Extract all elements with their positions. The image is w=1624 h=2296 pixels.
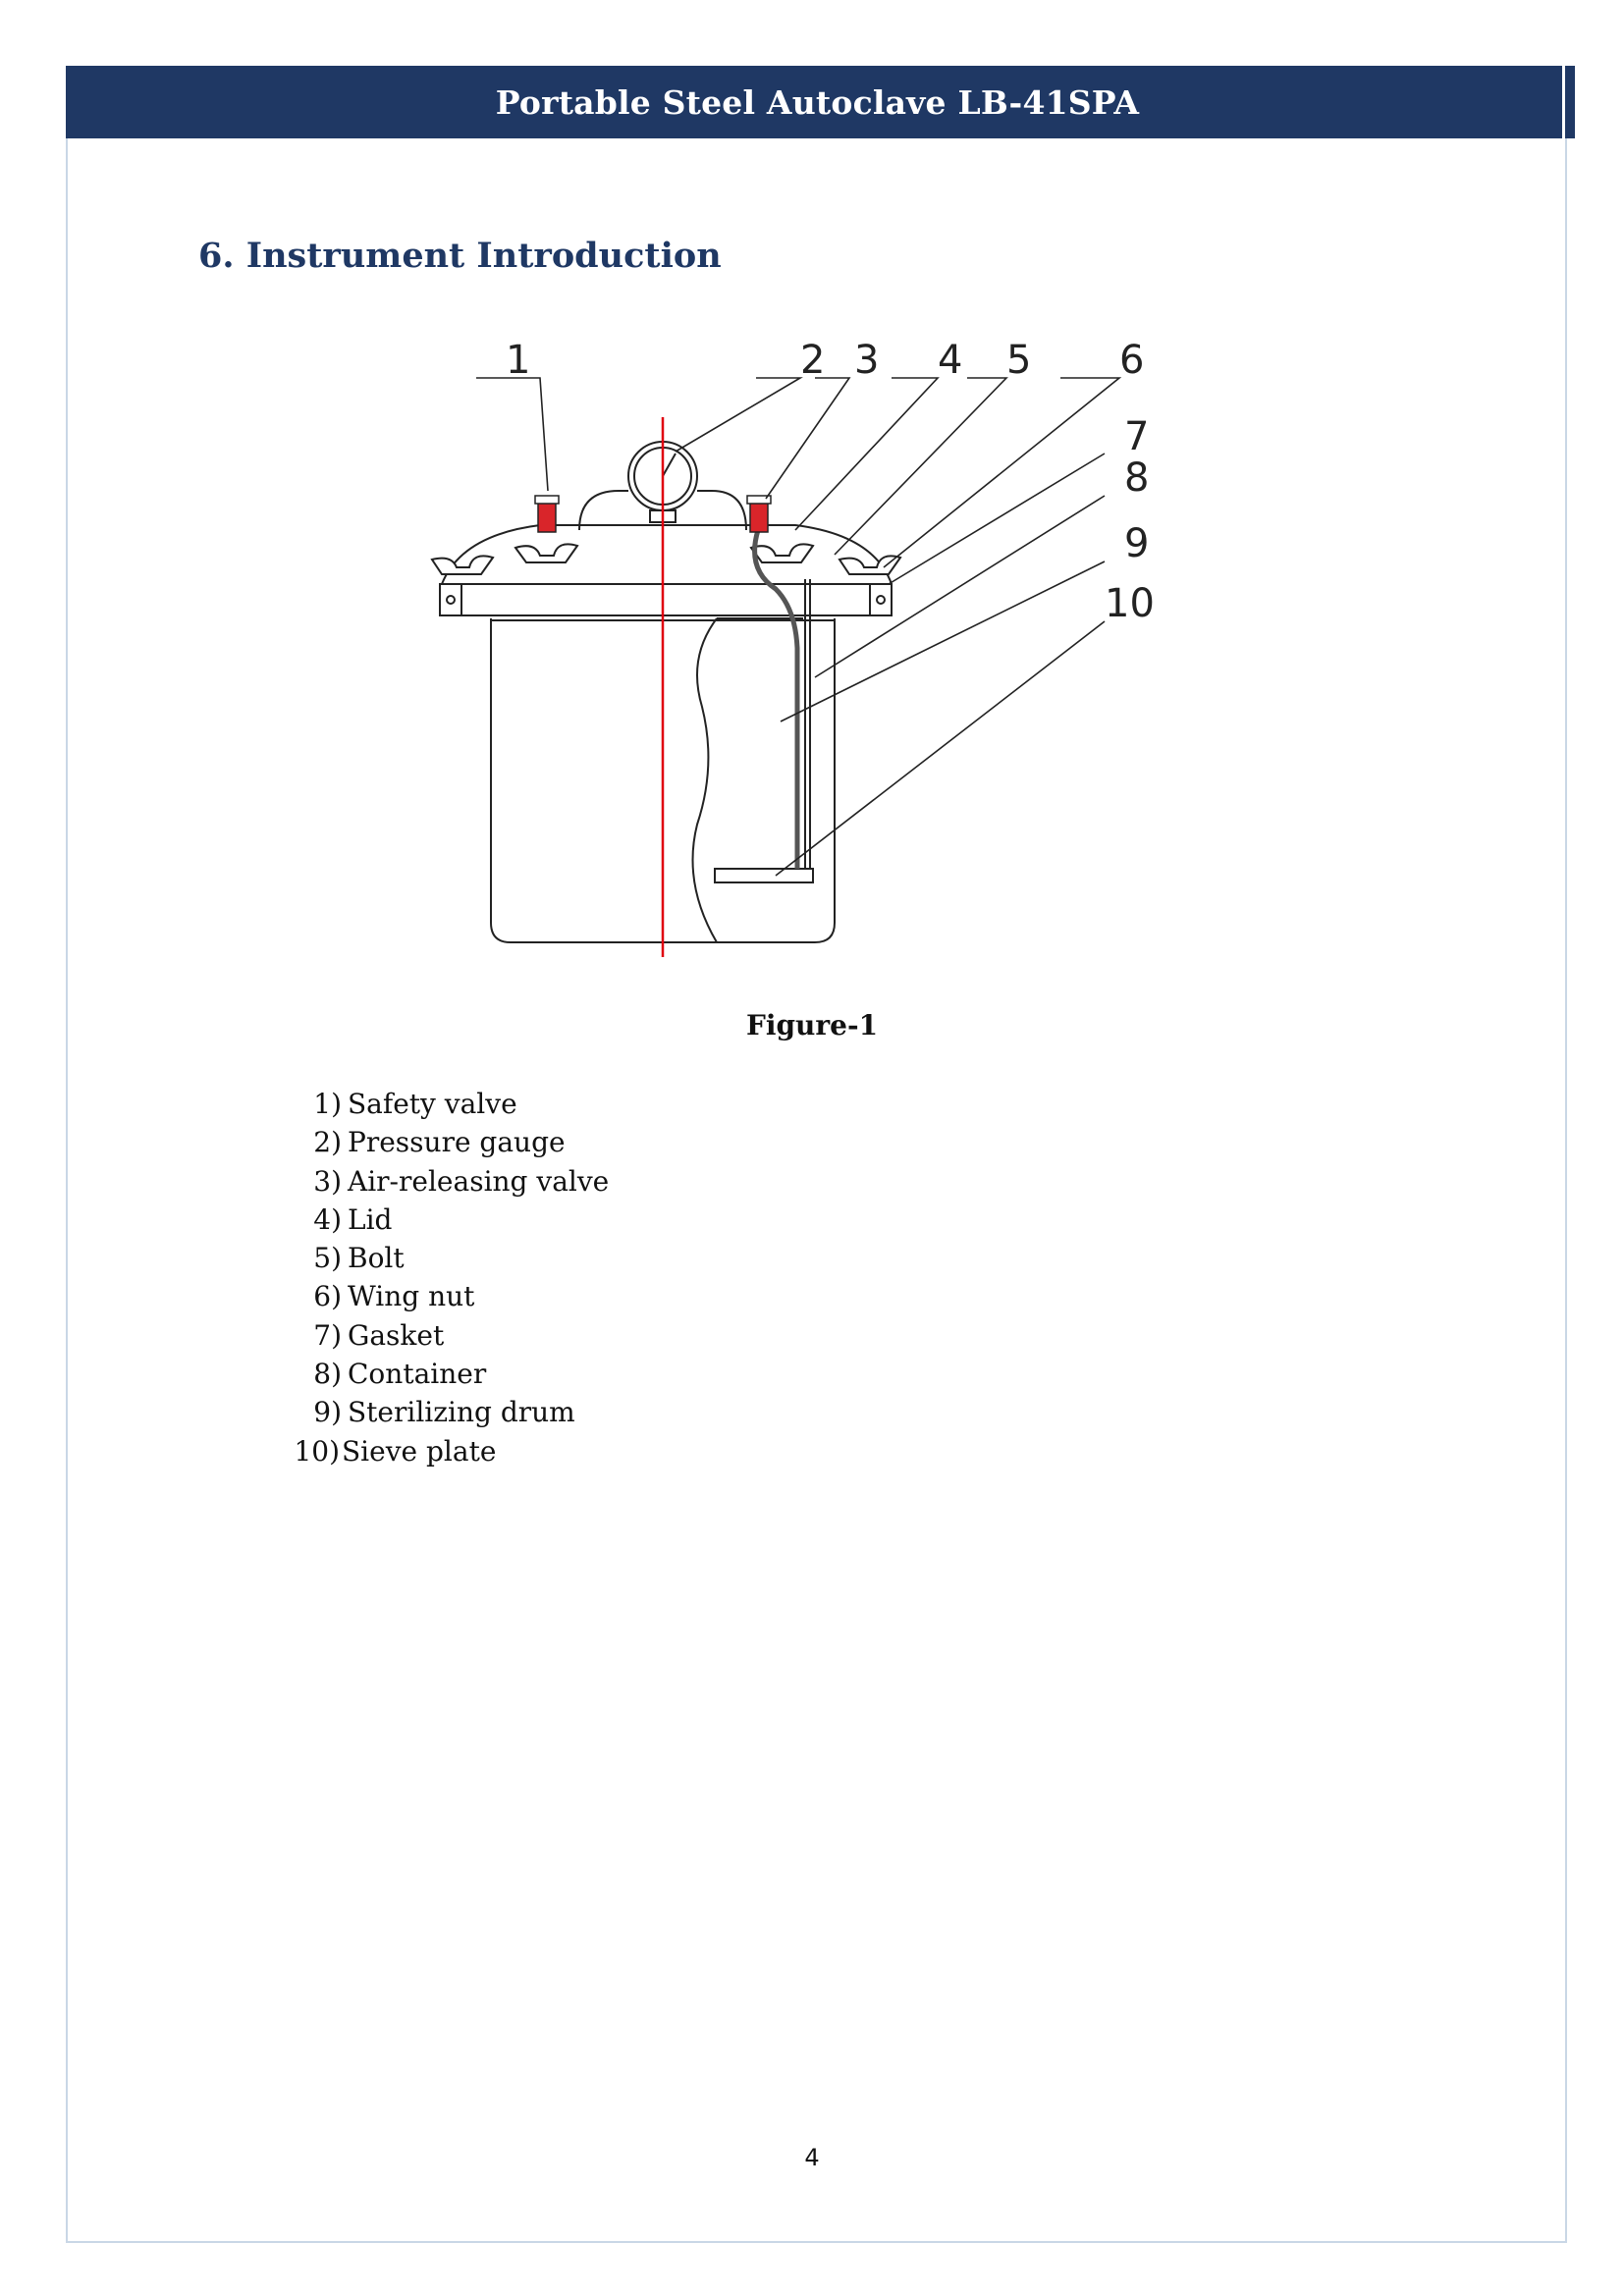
list-item-label: Air-releasing valve	[348, 1164, 610, 1198]
figure-caption: Figure-1	[745, 1009, 879, 1041]
list-item-number: 1)	[313, 1088, 342, 1120]
callout-9: 9	[1124, 521, 1149, 566]
callout-8: 8	[1124, 455, 1149, 501]
section-title: 6. Instrument Introduction	[198, 236, 722, 276]
list-item-number: 6)	[313, 1280, 342, 1313]
list-item: 6)Wing nut	[291, 1277, 609, 1315]
sieve-plate	[714, 868, 814, 883]
list-item: 7)Gasket	[291, 1316, 609, 1355]
list-item-label: Bolt	[348, 1242, 405, 1275]
list-item-number: 9)	[313, 1396, 342, 1429]
list-item-label: Safety valve	[348, 1088, 517, 1120]
list-item-number: 2)	[313, 1126, 342, 1159]
list-item-label: Gasket	[348, 1318, 445, 1352]
list-item-number: 7)	[313, 1318, 342, 1352]
callout-2: 2	[800, 338, 825, 383]
list-item-label: Pressure gauge	[348, 1126, 566, 1159]
list-item-label: Wing nut	[348, 1280, 475, 1313]
callout-1: 1	[506, 338, 530, 383]
callout-4: 4	[938, 338, 962, 383]
list-item: 9)Sterilizing drum	[291, 1393, 609, 1431]
wing-nut-right	[838, 555, 902, 575]
callout-7: 7	[1124, 414, 1149, 459]
list-item-number: 3)	[313, 1164, 342, 1198]
sterilizing-drum	[691, 617, 718, 943]
list-item-number: 8)	[313, 1358, 342, 1391]
list-item-label: Sterilizing drum	[348, 1396, 575, 1429]
list-item-label: Container	[348, 1358, 487, 1391]
exhaust-hose	[752, 529, 800, 869]
list-item: 8)Container	[291, 1355, 609, 1393]
list-item: 4)Lid	[291, 1201, 609, 1239]
list-item: 1)Safety valve	[291, 1085, 609, 1123]
list-item: 2)Pressure gauge	[291, 1123, 609, 1161]
wing-nut-mid-right	[749, 543, 815, 563]
air-releasing-valve	[749, 502, 769, 533]
header-title: Portable Steel Autoclave LB-41SPA	[495, 82, 1140, 122]
list-item-number: 5)	[313, 1242, 342, 1275]
list-item: 3)Air-releasing valve	[291, 1162, 609, 1201]
list-item-label: Sieve plate	[342, 1434, 497, 1468]
wing-nut-left	[430, 555, 495, 575]
parts-list: 1)Safety valve 2)Pressure gauge 3)Air-re…	[291, 1085, 609, 1470]
callout-5: 5	[1006, 338, 1031, 383]
callout-10: 10	[1105, 581, 1155, 626]
list-item: 10)Sieve plate	[291, 1432, 609, 1470]
header-bar: Portable Steel Autoclave LB-41SPA	[66, 66, 1575, 138]
list-item: 5)Bolt	[291, 1239, 609, 1277]
callout-6: 6	[1119, 338, 1144, 383]
page-number: 4	[804, 2144, 820, 2171]
lid	[441, 524, 893, 585]
list-item-label: Lid	[348, 1202, 393, 1236]
list-item-number: 4)	[313, 1202, 342, 1236]
flange-ring	[439, 583, 893, 616]
wing-nut-mid-left	[514, 543, 579, 563]
list-item-number: 10)	[294, 1434, 340, 1468]
safety-valve	[537, 502, 557, 533]
autoclave-diagram: 1 2 3 4 5 6 7 8 9 10	[430, 338, 1155, 957]
callout-3: 3	[854, 338, 879, 383]
